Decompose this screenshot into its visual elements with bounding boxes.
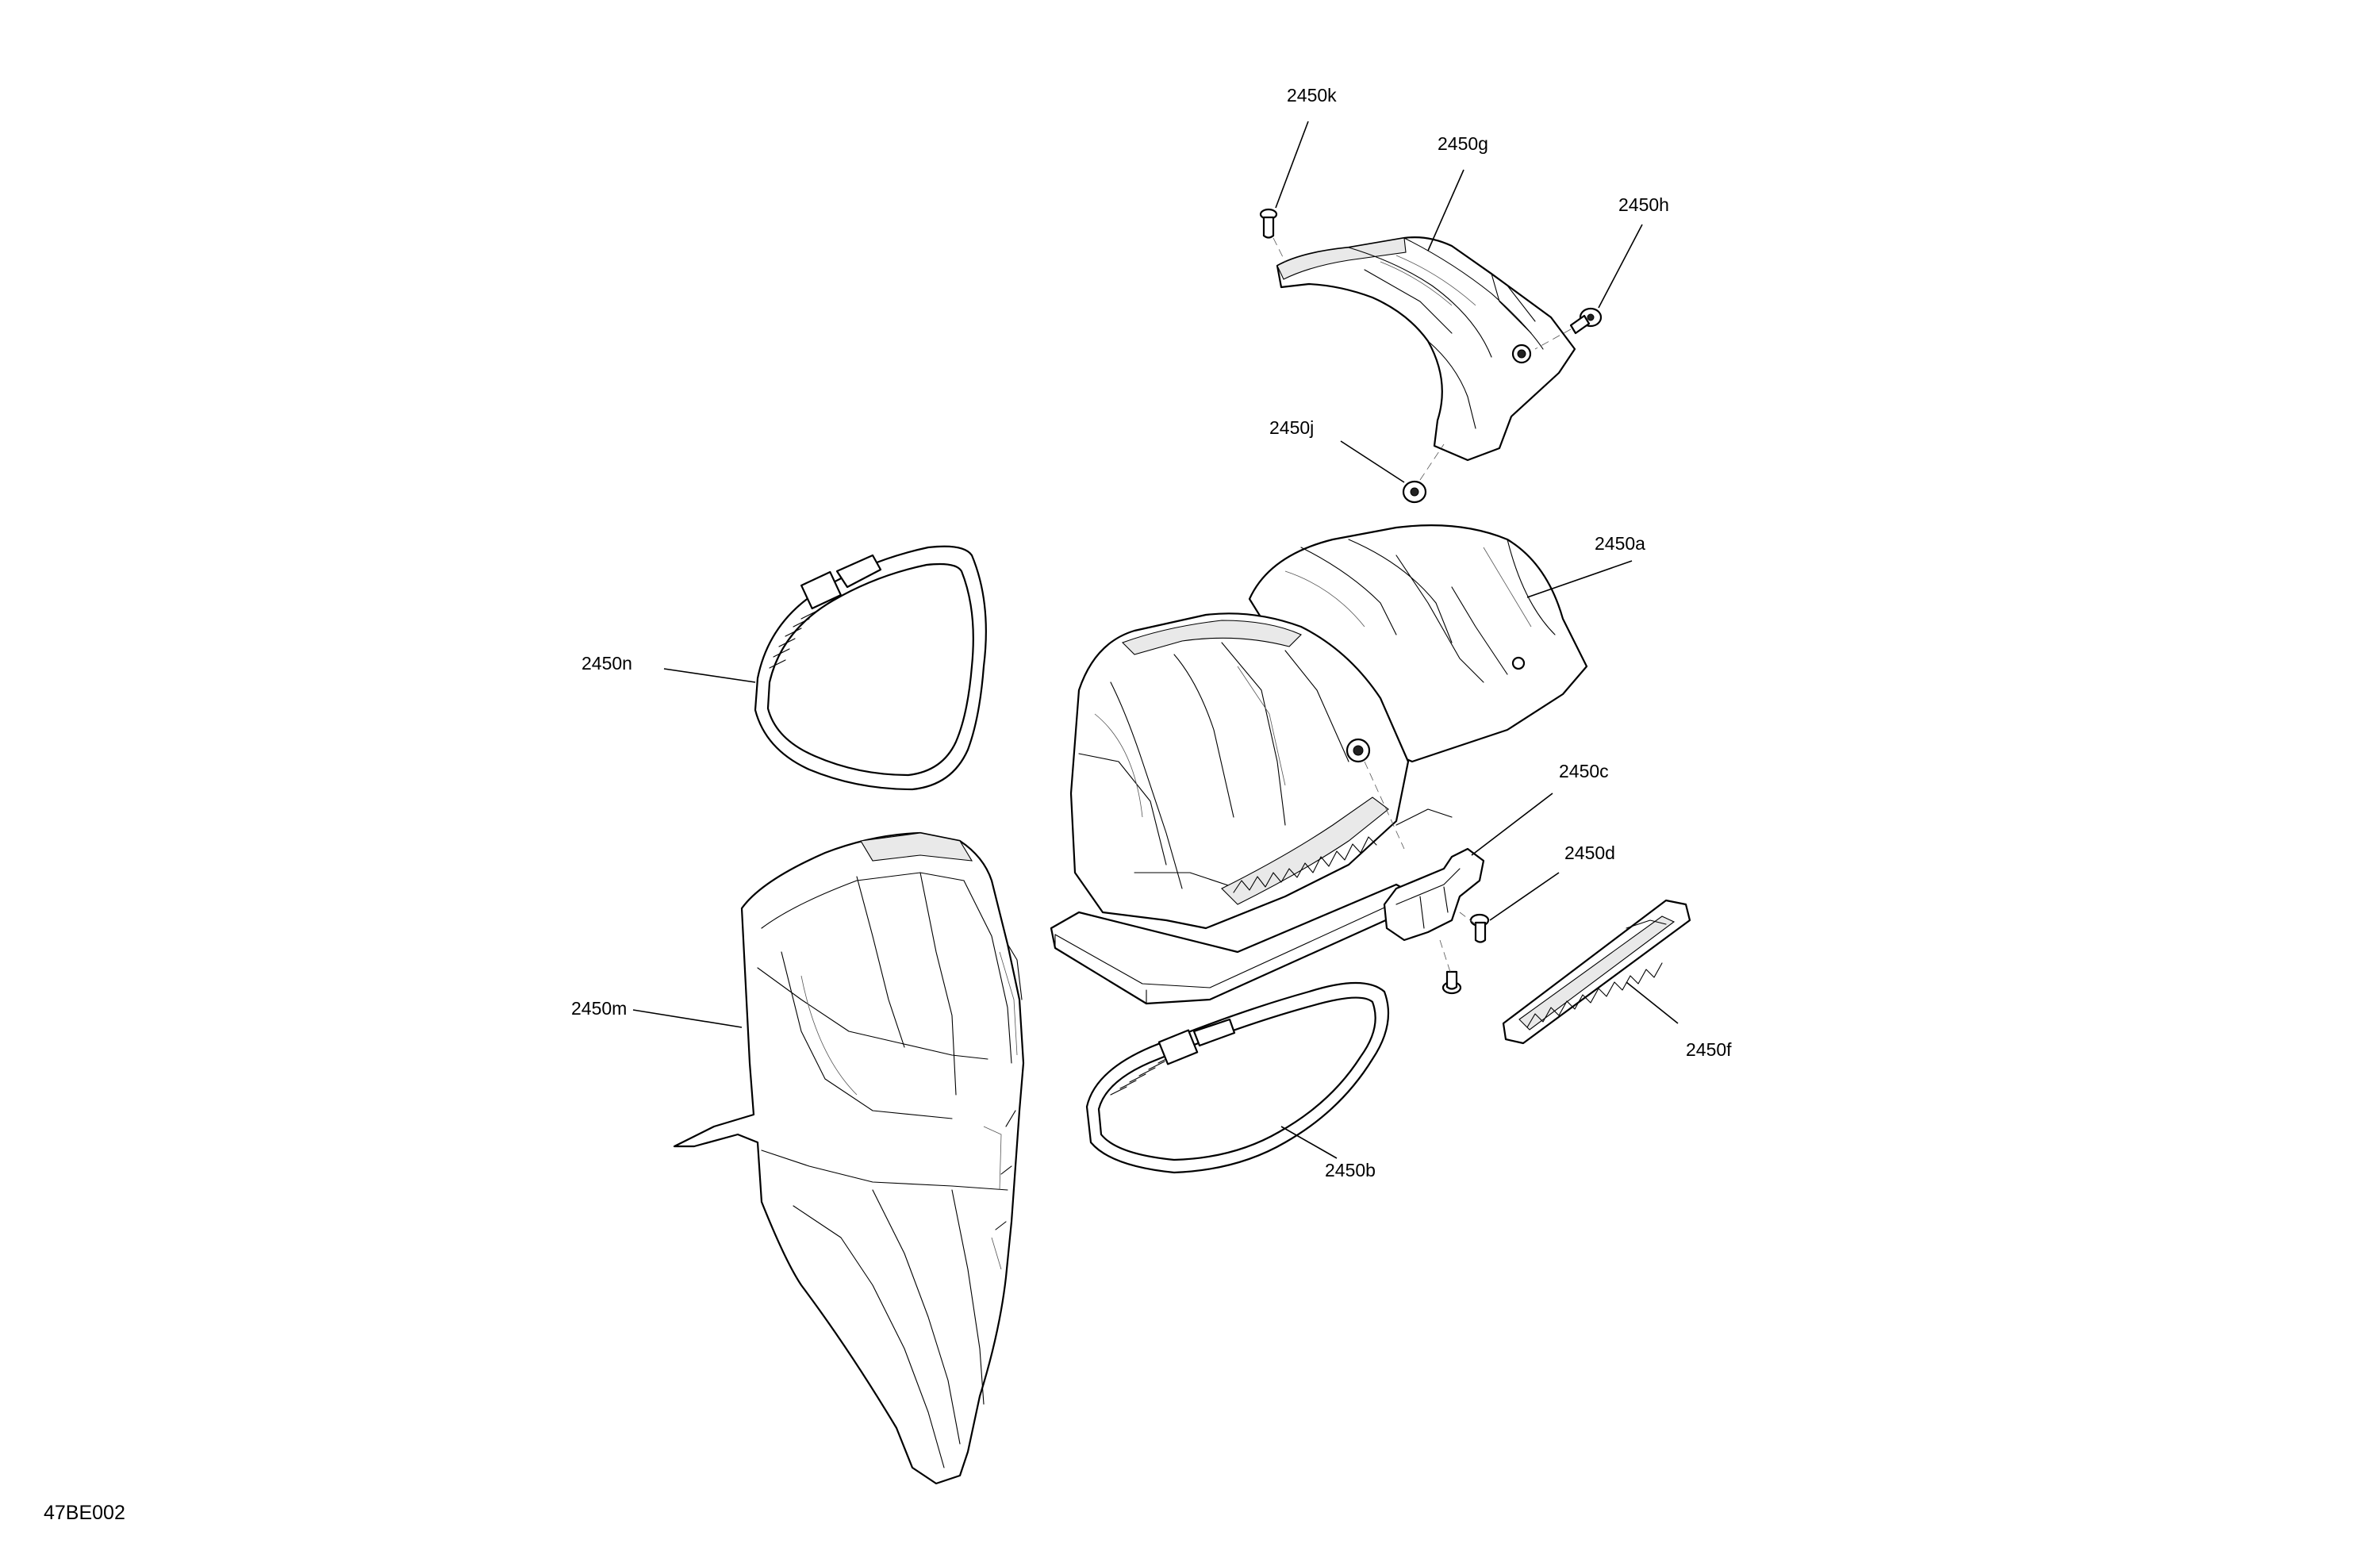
leader-2450d	[1489, 872, 1560, 921]
callout-2450h: 2450h	[1618, 194, 1669, 215]
part-2450j-nut	[1402, 480, 1427, 504]
callout-2450d: 2450d	[1564, 843, 1615, 863]
leader-lines	[632, 121, 1679, 1159]
leader-2450f	[1626, 981, 1679, 1024]
part-2450m-lower-duct	[673, 831, 1025, 1485]
leader-2450g	[1427, 169, 1464, 251]
leader-2450c	[1471, 793, 1553, 856]
callout-2450m: 2450m	[571, 998, 627, 1019]
part-2450c-bracket	[1383, 847, 1485, 942]
leader-2450a	[1526, 560, 1633, 598]
leader-2450k	[1275, 121, 1309, 209]
callout-2450f: 2450f	[1686, 1039, 1732, 1060]
leader-2450j	[1340, 440, 1405, 483]
part-2450b-clamp-band	[1085, 981, 1390, 1174]
drawing-id: 47BE002	[44, 1502, 125, 1524]
callout-2450g: 2450g	[1438, 133, 1488, 154]
part-2450g-upper-cover	[1276, 236, 1576, 462]
callout-2450a: 2450a	[1595, 533, 1645, 554]
part-2450d-screws	[1441, 913, 1490, 995]
callout-2450n: 2450n	[582, 653, 632, 674]
leader-2450m	[632, 1009, 743, 1028]
callout-2450c: 2450c	[1559, 761, 1609, 781]
leader-2450h	[1598, 224, 1643, 309]
part-2450h-bolt	[1569, 307, 1603, 335]
callout-2450j: 2450j	[1269, 417, 1314, 438]
part-2450k-screw	[1259, 208, 1278, 239]
callout-labels: 2450k 2450g 2450h 2450j 2450a 2450n 2450…	[571, 85, 1732, 1180]
part-2450f-grille	[1502, 899, 1691, 1045]
callout-2450b: 2450b	[1325, 1160, 1376, 1180]
leader-2450n	[663, 668, 756, 683]
part-2450a-airbox	[1050, 524, 1588, 1005]
part-2450n-clamp-band	[754, 545, 987, 791]
callout-2450k: 2450k	[1287, 85, 1337, 106]
leader-2450b	[1280, 1126, 1338, 1159]
